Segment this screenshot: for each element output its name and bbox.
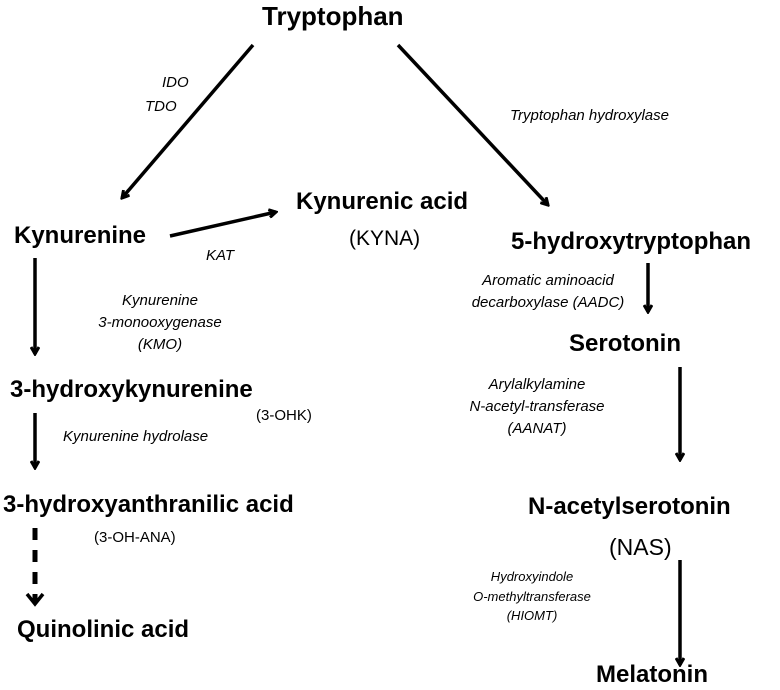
enzyme-aanat-line-1: Arylalkylamine bbox=[488, 376, 586, 393]
node-3-hydroxyanthranilic-acid: 3-hydroxyanthranilic acid bbox=[3, 491, 294, 518]
enzyme-aadc: Aromatic aminoacid decarboxylase (AADC) bbox=[472, 270, 625, 314]
enzyme-kmo: Kynurenine 3-monooxygenase (KMO) bbox=[98, 290, 221, 355]
enzyme-kmo-line-1: Kynurenine bbox=[122, 292, 198, 309]
enzyme-aanat-line-2: N-acetyl-transferase bbox=[469, 397, 605, 415]
abbr-3-ohk: (3-OHK) bbox=[256, 407, 312, 424]
enzyme-kat: KAT bbox=[206, 247, 235, 264]
node-melatonin: Melatonin bbox=[596, 661, 708, 688]
arrow-trp-to-5htp bbox=[396, 43, 548, 205]
enzyme-tdo: TDO bbox=[145, 98, 177, 115]
arrow-trp-to-kyn bbox=[122, 43, 255, 198]
arrow-3ohana-to-quin-head bbox=[25, 592, 45, 607]
node-n-acetylserotonin: N-acetylserotonin bbox=[528, 493, 731, 520]
enzyme-aadc-line-2: decarboxylase (AADC) bbox=[471, 293, 625, 311]
node-kynurenic-acid: Kynurenic acid bbox=[296, 188, 469, 215]
enzyme-aanat: Arylalkylamine N-acetyl-transferase (AAN… bbox=[469, 374, 604, 439]
node-5-hydroxytryptophan: 5-hydroxytryptophan bbox=[511, 228, 752, 255]
enzyme-kmo-line-2: 3-monooxygenase bbox=[98, 313, 222, 331]
abbr-kyna: (KYNA) bbox=[349, 227, 421, 250]
enzyme-kmo-line-3: (KMO) bbox=[137, 335, 183, 353]
abbr-3-oh-ana: (3-OH-ANA) bbox=[94, 529, 176, 546]
node-kynurenine: Kynurenine bbox=[14, 222, 147, 249]
node-quinolinic-acid: Quinolinic acid bbox=[17, 616, 190, 643]
enzyme-kynurenine-hydrolase: Kynurenine hydrolase bbox=[63, 428, 209, 445]
enzyme-hiomt-line-2: O-methyltransferase bbox=[473, 588, 591, 604]
enzyme-hiomt-line-1: Hydroxyindole bbox=[490, 569, 574, 584]
enzyme-tryptophan-hydroxylase: Tryptophan hydroxylase bbox=[510, 107, 669, 124]
node-tryptophan: Tryptophan bbox=[262, 1, 404, 31]
enzyme-ido: IDO bbox=[162, 74, 189, 91]
enzyme-hiomt-line-3: (HIOMT) bbox=[506, 608, 558, 623]
node-serotonin: Serotonin bbox=[569, 330, 681, 357]
enzyme-aanat-line-3: (AANAT) bbox=[507, 419, 567, 437]
enzyme-hiomt: Hydroxyindole O-methyltransferase (HIOMT… bbox=[473, 567, 591, 626]
node-3-hydroxykynurenine: 3-hydroxykynurenine bbox=[10, 376, 253, 403]
enzyme-aadc-line-1: Aromatic aminoacid bbox=[482, 272, 614, 289]
arrow-kyn-to-kyna bbox=[169, 212, 276, 238]
abbr-nas: (NAS) bbox=[609, 534, 672, 560]
